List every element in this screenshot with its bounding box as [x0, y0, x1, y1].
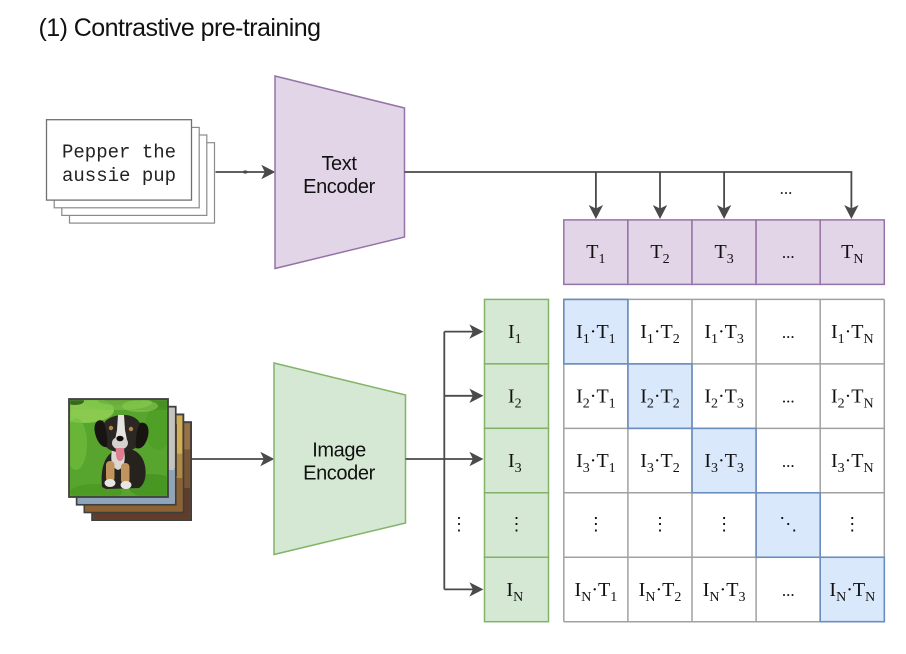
svg-text:IN·T3: IN·T3: [703, 579, 746, 605]
svg-text:I1·TN: I1·TN: [831, 321, 874, 347]
svg-text:I3·T3: I3·T3: [704, 450, 744, 476]
svg-text:I3: I3: [508, 450, 522, 476]
svg-text:...: ...: [782, 452, 795, 471]
svg-text:I2: I2: [508, 386, 522, 412]
svg-text:Text: Text: [321, 153, 357, 175]
svg-text:⋱: ⋱: [779, 514, 797, 534]
svg-text:Encoder: Encoder: [303, 176, 375, 198]
svg-text:I3·T1: I3·T1: [576, 450, 616, 476]
svg-text:⋮: ⋮: [715, 514, 733, 534]
svg-text:...: ...: [782, 581, 795, 600]
svg-text:IN: IN: [506, 579, 523, 605]
svg-text:T2: T2: [650, 241, 669, 267]
svg-text:⋮: ⋮: [508, 514, 526, 534]
svg-text:I2·T3: I2·T3: [704, 386, 744, 412]
svg-text:...: ...: [780, 179, 793, 198]
svg-text:IN·TN: IN·TN: [829, 579, 875, 605]
svg-text:I2·T1: I2·T1: [576, 386, 616, 412]
svg-text:aussie pup: aussie pup: [62, 165, 176, 187]
svg-text:I2·TN: I2·TN: [831, 386, 874, 412]
svg-text:T1: T1: [586, 241, 605, 267]
svg-text:⋮: ⋮: [587, 514, 605, 534]
svg-text:I3·TN: I3·TN: [831, 450, 874, 476]
svg-text:IN·T2: IN·T2: [639, 579, 682, 605]
svg-text:I2·T2: I2·T2: [640, 386, 680, 412]
svg-text:Image: Image: [312, 440, 366, 462]
svg-text:⋮: ⋮: [450, 514, 468, 534]
svg-text:...: ...: [782, 243, 795, 262]
svg-text:I1·T3: I1·T3: [704, 321, 744, 347]
svg-text:...: ...: [782, 388, 795, 407]
svg-text:I1: I1: [508, 321, 522, 347]
svg-text:Encoder: Encoder: [303, 463, 375, 485]
svg-text:⋮: ⋮: [843, 514, 861, 534]
svg-text:(1) Contrastive pre-training: (1) Contrastive pre-training: [39, 14, 321, 42]
svg-text:I1·T2: I1·T2: [640, 321, 680, 347]
svg-text:Pepper the: Pepper the: [62, 142, 176, 164]
svg-text:...: ...: [782, 323, 795, 342]
svg-text:T3: T3: [714, 241, 733, 267]
svg-text:I3·T2: I3·T2: [640, 450, 680, 476]
svg-text:I1·T1: I1·T1: [576, 321, 616, 347]
svg-text:IN·T1: IN·T1: [575, 579, 618, 605]
svg-text:⋮: ⋮: [651, 514, 669, 534]
svg-text:TN: TN: [841, 241, 863, 267]
